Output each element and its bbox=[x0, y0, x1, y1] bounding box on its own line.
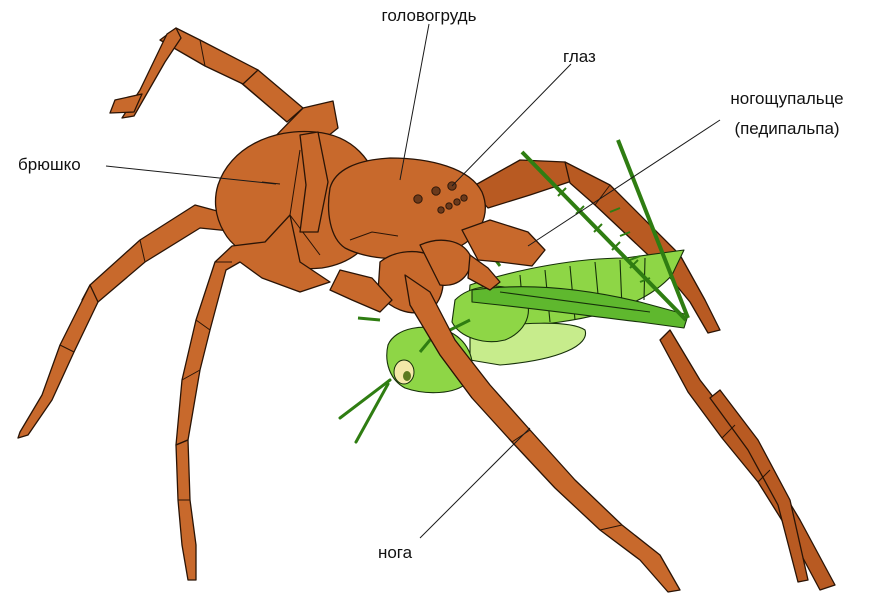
leg-left-middle bbox=[176, 215, 330, 580]
label-pedipalp-line2: (педипальпа) bbox=[734, 119, 839, 138]
leg-right-far bbox=[660, 330, 835, 590]
eye-icon bbox=[461, 195, 467, 201]
eye-icon bbox=[414, 195, 422, 203]
eye-icon bbox=[454, 199, 460, 205]
eye-icon bbox=[446, 203, 452, 209]
label-abdomen-text: брюшко bbox=[18, 155, 81, 174]
label-eye-text: глаз bbox=[563, 47, 596, 66]
label-pedipalp-line1: ногощупальце bbox=[730, 89, 843, 108]
label-leg: нога bbox=[378, 428, 530, 562]
label-leg-text: нога bbox=[378, 543, 413, 562]
cephalothorax bbox=[329, 158, 486, 259]
label-cephalothorax-text: головогрудь bbox=[382, 6, 477, 25]
eye-icon bbox=[438, 207, 444, 213]
label-cephalothorax: головогрудь bbox=[382, 6, 477, 180]
eye-icon bbox=[432, 187, 440, 195]
